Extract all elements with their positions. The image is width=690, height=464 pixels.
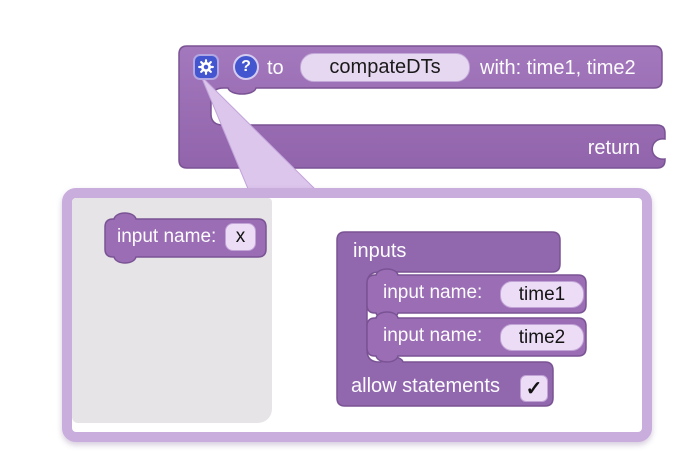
input-block-2-label: input name:	[383, 325, 483, 346]
input-name-field-2[interactable]: time2	[500, 324, 584, 351]
procedure-name-field[interactable]: compateDTs	[300, 53, 470, 82]
help-button[interactable]: ?	[233, 54, 259, 80]
allow-statements-checkbox[interactable]: ✓	[520, 375, 548, 402]
gear-icon	[198, 59, 214, 75]
palette-input-name-field: x	[225, 223, 256, 251]
inputs-container-title: inputs	[353, 239, 407, 262]
keyword-to-label: to	[267, 56, 284, 79]
return-label: return	[587, 136, 640, 159]
mutator-dialog: input name: x inputs input name: time1 i…	[62, 188, 652, 442]
mutator-gear-button[interactable]	[193, 54, 219, 80]
question-mark-icon: ?	[241, 58, 251, 75]
params-label: with: time1, time2	[480, 56, 636, 79]
check-icon: ✓	[525, 378, 543, 400]
allow-statements-label: allow statements	[351, 374, 500, 397]
input-block-1-label: input name:	[383, 282, 483, 303]
input-name-field-1[interactable]: time1	[500, 281, 584, 308]
palette-input-label: input name:	[117, 226, 217, 247]
